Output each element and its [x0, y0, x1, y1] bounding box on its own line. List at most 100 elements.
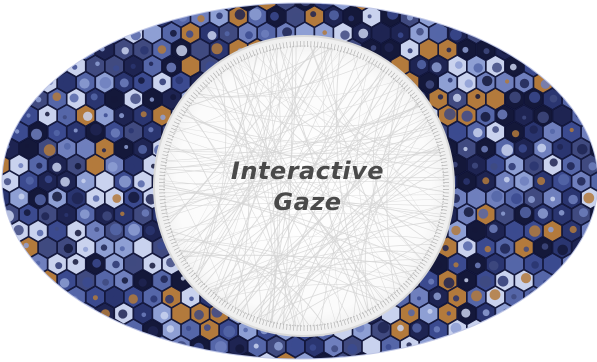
- mosaic-tile: [495, 236, 515, 259]
- mosaic-tile: [486, 187, 505, 209]
- mosaic-tile: [76, 137, 95, 160]
- mosaic-tile: [505, 253, 524, 275]
- ring-tick: [252, 50, 256, 57]
- mosaic-tile: [590, 104, 597, 127]
- edge-line: [164, 127, 432, 175]
- ring-tick: [164, 147, 170, 150]
- mosaic-tile: [371, 352, 391, 359]
- edge-line: [165, 131, 434, 210]
- mosaic-tile: [400, 38, 419, 61]
- mosaic-tile: [562, 187, 581, 209]
- mosaic-tile: [495, 269, 515, 292]
- edge-line: [257, 158, 442, 319]
- ring-tick: [441, 202, 448, 204]
- mosaic-tile: [476, 71, 496, 94]
- mosaic-tile: [552, 137, 572, 160]
- edge-line: [250, 146, 439, 316]
- mosaic-tile: [466, 121, 486, 143]
- mosaic-tile: [428, 55, 448, 77]
- mosaic-tile: [571, 170, 591, 193]
- edge-line: [312, 120, 429, 326]
- mosaic-tile: [514, 269, 534, 292]
- mosaic-tile: [124, 121, 143, 143]
- mosaic-tile: [105, 121, 124, 143]
- ring-tick: [395, 77, 401, 83]
- ring-tick: [199, 282, 205, 288]
- mosaic-tile: [124, 55, 143, 77]
- mosaic-tile: [95, 71, 115, 94]
- edge-line: [257, 269, 417, 319]
- edge-line: [170, 143, 403, 287]
- mosaic-tile: [466, 286, 486, 308]
- mosaic-tile: [447, 88, 467, 110]
- edge-line: [292, 103, 418, 326]
- ring-tick: [197, 87, 203, 92]
- mosaic-tile: [562, 121, 581, 143]
- ring-tick: [412, 272, 418, 278]
- ring-tick: [205, 79, 210, 85]
- mosaic-tile: [409, 286, 429, 308]
- mosaic-tile: [133, 104, 153, 127]
- edge-line: [183, 48, 334, 259]
- edge-line: [199, 113, 424, 280]
- ring-tick: [242, 311, 246, 318]
- ring-tick: [323, 42, 326, 49]
- ring-tick: [393, 74, 398, 81]
- mosaic-tile: [2, 220, 10, 242]
- mosaic-tile: [76, 71, 95, 94]
- ring-tick: [162, 154, 169, 157]
- ring-tick: [272, 321, 275, 328]
- ring-tick: [320, 323, 322, 330]
- ring-tick: [202, 285, 208, 291]
- ring-tick: [224, 64, 229, 70]
- ring-tick: [233, 307, 237, 313]
- ring-tick: [416, 100, 422, 105]
- mosaic-tile: [476, 236, 496, 259]
- mosaic-tile: [505, 187, 524, 209]
- edge-line: [195, 62, 371, 98]
- mosaic-tile: [362, 335, 381, 358]
- edge-line: [229, 66, 366, 313]
- ring-tick: [317, 324, 319, 331]
- ring-tick: [239, 310, 243, 317]
- mosaic-tile: [19, 170, 38, 193]
- ring-tick: [160, 202, 167, 204]
- ring-tick: [414, 97, 420, 102]
- ring-tick: [390, 294, 396, 300]
- mosaic-tile: [219, 22, 238, 44]
- mosaic-tile: [266, 5, 286, 28]
- edge-line: [335, 102, 417, 323]
- edge-line: [323, 47, 440, 154]
- mosaic-tile: [190, 38, 210, 61]
- mosaic-tile: [476, 203, 496, 226]
- mosaic-tile: [457, 236, 477, 259]
- ring-tick: [170, 241, 177, 245]
- mosaic-tile: [428, 286, 448, 308]
- edge-line: [228, 127, 432, 305]
- ring-tick: [436, 140, 443, 144]
- edge-line: [183, 113, 444, 193]
- ring-tick: [161, 209, 168, 211]
- ring-tick: [207, 77, 213, 83]
- mosaic-tile: [371, 22, 391, 44]
- ring-tick: [320, 42, 322, 49]
- ring-tick: [405, 280, 411, 285]
- mosaic-tile: [105, 88, 124, 110]
- mosaic-tile: [543, 286, 562, 308]
- ring-tick: [371, 59, 375, 65]
- mosaic-tile: [38, 170, 57, 193]
- edge-line: [164, 149, 440, 198]
- mosaic-tile: [133, 38, 153, 61]
- ring-tick: [414, 270, 420, 275]
- mosaic-tile: [305, 5, 324, 28]
- ring-tick: [429, 124, 436, 128]
- ring-tick: [160, 164, 167, 167]
- mosaic-tile: [276, 352, 296, 359]
- ring-tick: [265, 320, 268, 326]
- mosaic-tile: [200, 22, 219, 44]
- mosaic-tile: [514, 38, 534, 61]
- ring-tick: [161, 161, 168, 163]
- mosaic-tile: [105, 154, 124, 176]
- mosaic-tile: [486, 22, 505, 44]
